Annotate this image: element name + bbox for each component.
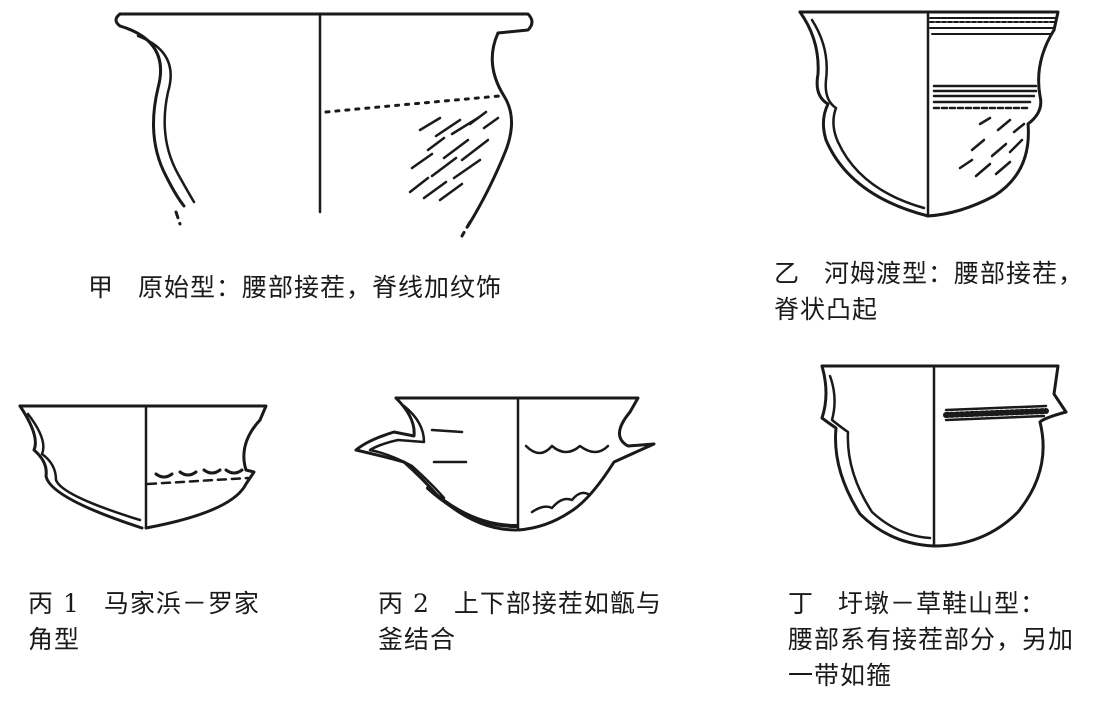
vessel-ding-drawing: [820, 364, 1068, 548]
vessel-label: 丁: [788, 589, 815, 618]
vessel-label: 甲: [88, 273, 115, 302]
vessel-jia-drawing: [114, 12, 534, 238]
caption-jia: 甲原始型：腰部接茬，脊线加纹饰: [88, 270, 502, 306]
caption-line: 马家浜－罗家: [103, 589, 260, 618]
caption-ding: 丁圩墩－草鞋山型： 腰部系有接茬部分，另加 一带如箍: [788, 586, 1074, 694]
caption-line: 釜结合: [378, 625, 457, 654]
vessel-label: 丙 1: [28, 589, 80, 618]
caption-line: 腰部系有接茬部分，另加: [788, 625, 1075, 654]
caption-line: 圩墩－草鞋山型：: [838, 589, 1047, 618]
caption-bing1: 丙 1 马家浜－罗家 角型: [28, 586, 260, 658]
vessel-label: 乙: [774, 259, 801, 288]
caption-line: 原始型：腰部接茬，脊线加纹饰: [138, 273, 503, 302]
vessel-bing2-drawing: [354, 396, 656, 532]
caption-line: 脊状凸起: [774, 295, 879, 324]
vessel-label: 丙 2: [378, 589, 430, 618]
vessel-bing1-drawing: [18, 404, 268, 530]
vessel-yi-drawing: [798, 10, 1060, 218]
caption-line: 河姆渡型：腰部接茬，: [824, 259, 1085, 288]
caption-line: 角型: [28, 625, 81, 654]
caption-line: 上下部接茬如甑与: [453, 589, 662, 618]
caption-yi: 乙河姆渡型：腰部接茬， 脊状凸起: [774, 256, 1084, 328]
caption-line: 一带如箍: [788, 661, 893, 690]
caption-bing2: 丙 2 上下部接茬如甑与 釜结合: [378, 586, 662, 658]
